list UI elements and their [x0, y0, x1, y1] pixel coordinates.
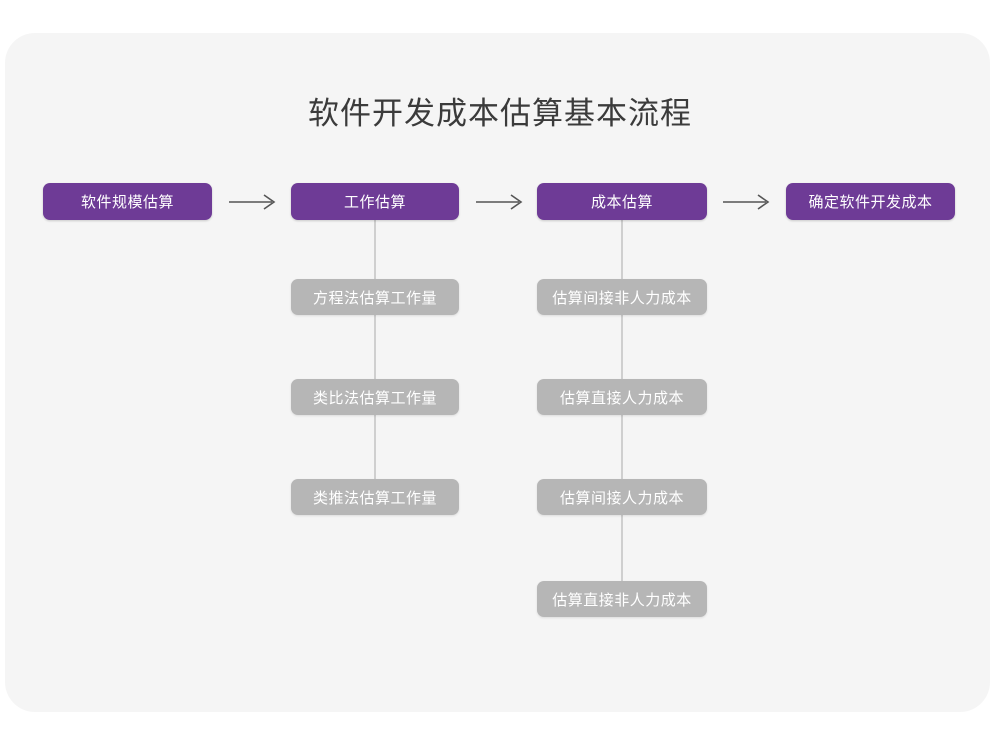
node-cost-indirect-labor[interactable]: 估算间接人力成本 — [537, 479, 707, 515]
node-cost-direct-nonlabor[interactable]: 估算直接非人力成本 — [537, 581, 707, 617]
node-main-software-scale-estimation[interactable]: 软件规模估算 — [43, 183, 212, 220]
arrow-step1-to-step2 — [228, 191, 280, 213]
node-effort-analogy-method[interactable]: 类比法估算工作量 — [291, 379, 459, 415]
connector-effort-column — [374, 219, 376, 499]
page-title: 软件开发成本估算基本流程 — [308, 96, 692, 132]
node-cost-indirect-nonlabor[interactable]: 估算间接非人力成本 — [537, 279, 707, 315]
arrow-step2-to-step3 — [475, 191, 527, 213]
diagram-card-background — [5, 33, 990, 712]
arrow-step3-to-step4 — [722, 191, 774, 213]
node-effort-extrapolation-method[interactable]: 类推法估算工作量 — [291, 479, 459, 515]
node-cost-direct-labor[interactable]: 估算直接人力成本 — [537, 379, 707, 415]
node-main-effort-estimation[interactable]: 工作估算 — [291, 183, 459, 220]
node-main-determine-development-cost[interactable]: 确定软件开发成本 — [786, 183, 955, 220]
node-main-cost-estimation[interactable]: 成本估算 — [537, 183, 707, 220]
node-effort-equation-method[interactable]: 方程法估算工作量 — [291, 279, 459, 315]
